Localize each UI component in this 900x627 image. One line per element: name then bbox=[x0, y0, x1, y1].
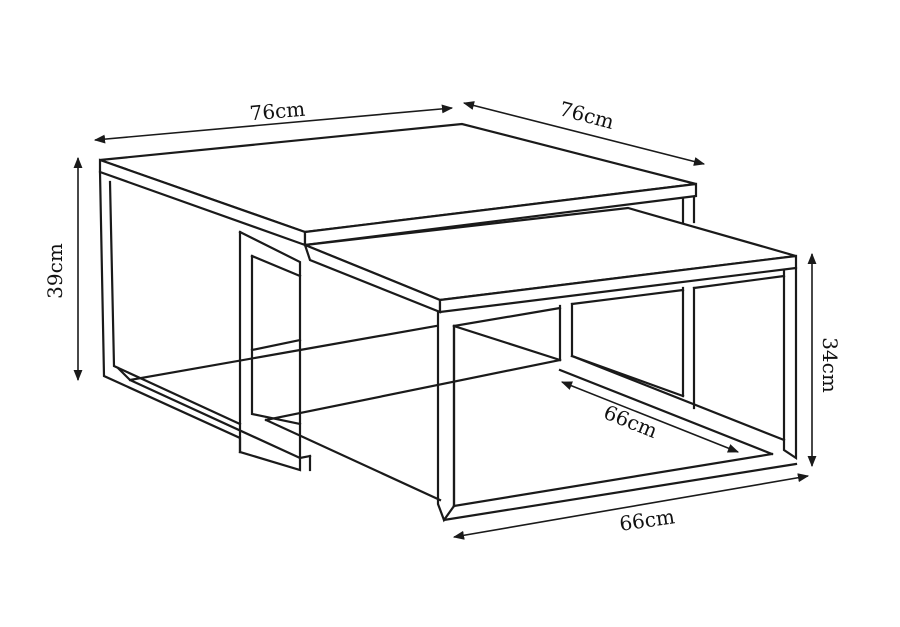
large-height-label: 39cm bbox=[43, 243, 67, 299]
large-table-bottom-rail-back bbox=[128, 324, 438, 382]
small-width-label: 66cm bbox=[618, 504, 676, 536]
small-table-front-leg bbox=[436, 310, 456, 523]
small-width-arrow bbox=[452, 473, 810, 540]
large-table-front-rail bbox=[250, 254, 302, 352]
small-depth-arrow bbox=[560, 381, 740, 453]
large-table bbox=[98, 122, 698, 472]
large-table-top-edge-right bbox=[303, 182, 698, 247]
large-table-left-frame-inner bbox=[108, 180, 242, 426]
small-height-label: 34cm bbox=[818, 337, 842, 393]
dimension-lines bbox=[73, 101, 817, 540]
large-table-bottom-rail bbox=[116, 366, 312, 460]
small-table-inner-bottom bbox=[264, 358, 562, 502]
large-depth-arrow bbox=[462, 101, 706, 166]
large-table-front-post bbox=[238, 230, 302, 472]
small-table-middle-leg-2 bbox=[558, 302, 574, 362]
small-table-inner-bottom-right bbox=[558, 354, 786, 456]
small-table-middle-leg bbox=[681, 286, 696, 410]
large-width-arrow bbox=[93, 104, 454, 144]
small-table bbox=[264, 206, 798, 523]
large-table-front-post-inner bbox=[250, 254, 302, 426]
small-table-right-leg bbox=[782, 266, 798, 461]
large-width-label: 76cm bbox=[249, 97, 307, 126]
small-table-upper-rail bbox=[452, 274, 786, 328]
